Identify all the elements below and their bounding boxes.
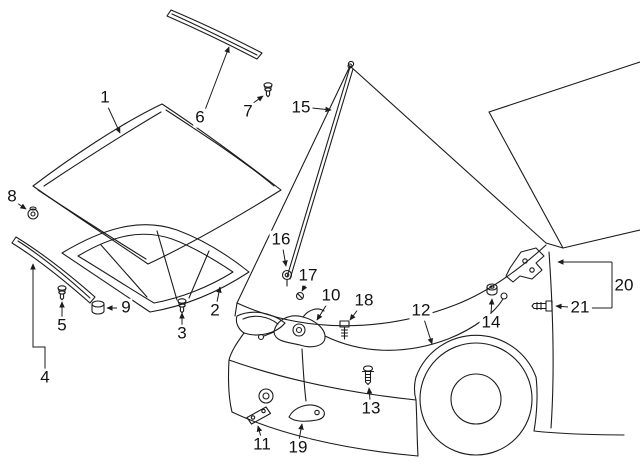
hood-panel-drawing: [32, 103, 282, 265]
clip-icon-7: [263, 82, 273, 98]
callout-20: 20: [612, 275, 636, 296]
cowl-seal-drawing: [11, 236, 96, 304]
hood-support-rod-drawing: [286, 60, 355, 280]
leader-line-6: [204, 46, 230, 111]
callout-3: 3: [175, 323, 189, 344]
callout-12: 12: [409, 300, 433, 321]
callout-5: 5: [55, 315, 69, 336]
car-body-drawing: [227, 61, 640, 457]
bolt-icon-13: [361, 365, 375, 386]
leader-line-13: [366, 387, 373, 401]
release-handle-icon-19: [288, 404, 325, 422]
callout-7: 7: [241, 101, 255, 122]
callout-9: 9: [119, 297, 133, 318]
leader-line-4: [30, 263, 46, 369]
bushing-icon-14: [486, 283, 498, 296]
callout-14: 14: [479, 312, 503, 333]
callout-18: 18: [352, 290, 376, 311]
hood-hinge-drawing: [505, 247, 545, 283]
leader-line-15: [311, 106, 332, 113]
clip-icon-5: [57, 285, 67, 301]
callout-13: 13: [359, 398, 383, 419]
grommet-icon-8: [27, 206, 39, 220]
leader-line-14: [488, 298, 495, 315]
callout-21: 21: [568, 297, 592, 318]
callout-16: 16: [269, 229, 293, 250]
ring-clip-icon-16: [281, 269, 293, 287]
fog-lamp-drawing: [258, 388, 274, 404]
leader-line-19: [298, 423, 304, 441]
callout-10: 10: [319, 285, 343, 306]
clip-icon-3: [177, 298, 187, 314]
leader-line-21: [555, 303, 569, 310]
front-weatherstrip-drawing: [166, 9, 263, 60]
headlight-drawing: [235, 311, 286, 336]
bolt-icon-18: [339, 320, 350, 340]
leader-line-2: [216, 286, 222, 303]
leader-line-1: [107, 106, 121, 134]
callout-17: 17: [296, 265, 320, 286]
hardware-icons: [27, 82, 553, 425]
leader-line-12: [423, 318, 433, 345]
callout-8: 8: [5, 186, 19, 207]
callout-4: 4: [38, 367, 52, 388]
hood-lock-drawing: [257, 308, 326, 348]
bolt-icon-21: [531, 300, 553, 312]
hood-insulator-pad-drawing: [61, 224, 250, 313]
leader-line-11: [256, 425, 263, 438]
leader-line-10: [316, 303, 328, 321]
callout-6: 6: [193, 107, 207, 128]
callout-11: 11: [251, 434, 273, 455]
callout-15: 15: [289, 97, 313, 118]
release-cable-drawing: [301, 292, 508, 402]
callout-19: 19: [286, 437, 310, 458]
callout-2: 2: [208, 300, 222, 321]
grommet-icon-9: [91, 300, 105, 315]
leader-line-16: [282, 248, 288, 267]
screw-icon-17: [295, 291, 305, 301]
cable-clamp-icon-11: [246, 406, 272, 425]
front-wheel-drawing: [419, 342, 533, 456]
callout-1: 1: [98, 87, 112, 108]
